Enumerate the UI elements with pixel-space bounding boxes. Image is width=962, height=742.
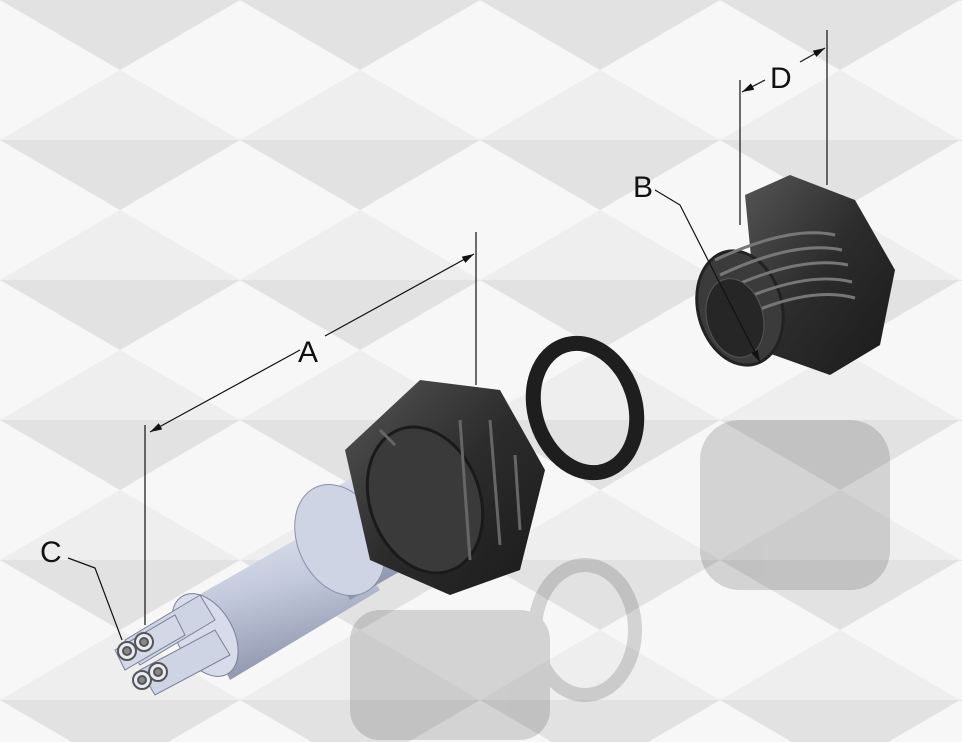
reflections [350,420,890,740]
tube-ends [117,632,168,690]
dimension-label-d: D [770,62,792,95]
dimension-annotations [67,30,828,641]
dimension-label-c: C [40,536,62,569]
dimension-label-a: A [298,336,318,369]
compression-nut [345,380,545,595]
o-ring [525,335,645,481]
dimension-label-b: B [633,171,653,204]
